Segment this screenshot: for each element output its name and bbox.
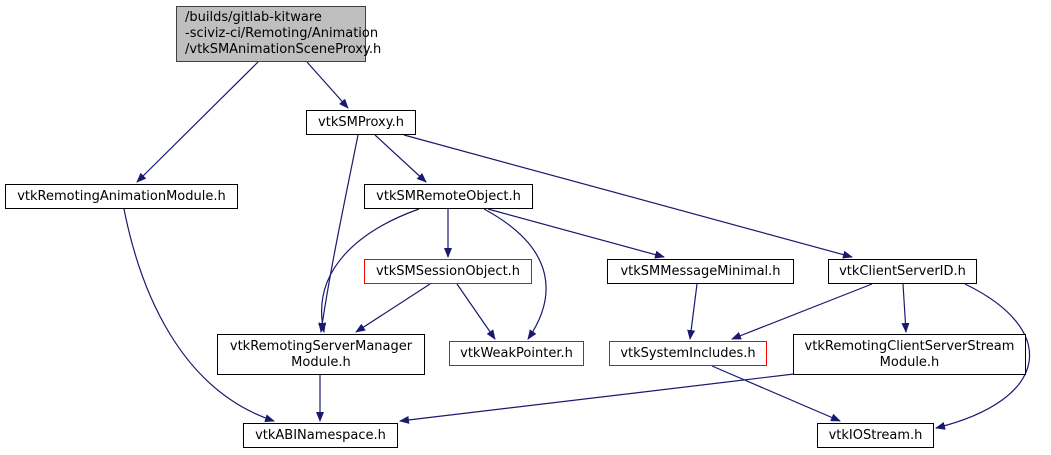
edge-smproxy-to-csid — [403, 134, 853, 259]
edge-csid-to-iostream — [935, 283, 1031, 430]
node-label: vtkSMProxy.h — [318, 114, 404, 130]
edge-msgminimal-to-sysincl — [687, 283, 698, 340]
node-iostream[interactable]: vtkIOStream.h — [817, 423, 934, 448]
edge-csid-to-csstream — [901, 283, 910, 333]
node-label: vtkRemotingClientServerStream Module.h — [804, 338, 1015, 370]
edge-remoteobj-to-weakptr — [483, 208, 547, 340]
edge-remoteobj-to-msgminimal — [487, 208, 665, 259]
edge-root-to-smproxy — [306, 61, 349, 109]
node-smproxy[interactable]: vtkSMProxy.h — [306, 110, 416, 135]
edge-sessionobj-to-smmodule — [355, 283, 431, 333]
node-label: vtkABINamespace.h — [255, 427, 386, 443]
node-csid[interactable]: vtkClientServerID.h — [828, 259, 977, 284]
node-label: vtkSMRemoteObject.h — [376, 188, 521, 204]
node-remoteobj[interactable]: vtkSMRemoteObject.h — [364, 184, 533, 209]
node-animmodule[interactable]: vtkRemotingAnimationModule.h — [5, 184, 238, 209]
edge-smproxy-to-remoteobj — [374, 134, 427, 183]
node-abins[interactable]: vtkABINamespace.h — [243, 423, 398, 448]
edge-root-to-animmodule — [136, 61, 259, 183]
edge-csid-to-sysincl — [731, 283, 873, 340]
node-sessionobj[interactable]: vtkSMSessionObject.h — [364, 259, 532, 284]
node-weakptr[interactable]: vtkWeakPointer.h — [449, 341, 584, 366]
node-label: vtkSMMessageMinimal.h — [620, 263, 781, 279]
edge-csstream-to-abins — [399, 373, 795, 424]
node-label: /builds/gitlab-kitware -sciviz-ci/Remoti… — [185, 10, 382, 57]
edge-remoteobj-to-smmodule — [318, 208, 420, 333]
edge-animmodule-to-abins — [123, 208, 275, 422]
node-label: vtkSMSessionObject.h — [375, 263, 521, 279]
node-msgminimal[interactable]: vtkSMMessageMinimal.h — [607, 259, 794, 284]
node-label: vtkClientServerID.h — [839, 263, 966, 279]
node-label: vtkRemotingServerManager Module.h — [229, 338, 413, 370]
node-sysincl[interactable]: vtkSystemIncludes.h — [609, 341, 767, 366]
node-label: vtkSystemIncludes.h — [620, 345, 756, 361]
node-label: vtkRemotingAnimationModule.h — [17, 188, 226, 204]
node-label: vtkWeakPointer.h — [460, 345, 573, 361]
node-label: vtkIOStream.h — [828, 427, 923, 443]
edge-smproxy-to-smmodule — [318, 134, 359, 333]
node-smmodule[interactable]: vtkRemotingServerManager Module.h — [217, 334, 425, 375]
node-root: /builds/gitlab-kitware -sciviz-ci/Remoti… — [176, 6, 381, 62]
edge-sysincl-to-iostream — [711, 365, 841, 422]
edge-sessionobj-to-weakptr — [456, 283, 496, 340]
node-csstream[interactable]: vtkRemotingClientServerStream Module.h — [793, 334, 1026, 375]
